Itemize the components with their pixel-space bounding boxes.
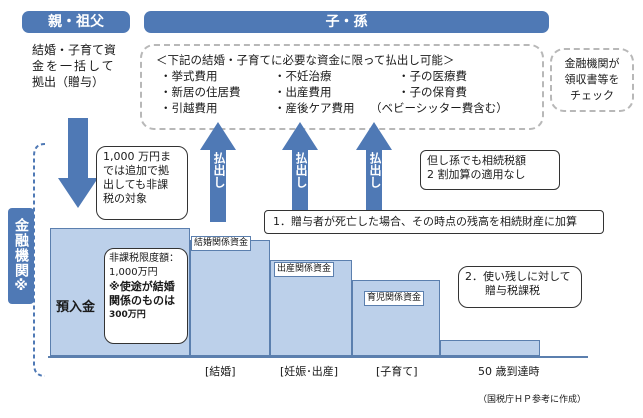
chart-baseline: [48, 356, 588, 358]
callout-line: では追加で拠: [103, 164, 169, 177]
deposit-label: 預入金: [56, 300, 96, 315]
nontax-line: 非課税限度額：: [109, 253, 179, 264]
bracket-line: [33, 143, 46, 377]
nontax-line: 1,000万円: [109, 267, 158, 278]
note-line: 2．使い残しに対して: [465, 270, 571, 283]
nontax-line: 関係のものは: [109, 294, 175, 307]
contribution-limit-callout: 1,000 万円ま では追加で拠 出しても非課 税の対象: [96, 146, 188, 220]
receipt-check-box: 金融機関が 領収書等を チェック: [550, 48, 634, 112]
birth-funds-label: 出産関係資金: [274, 262, 335, 277]
expense-item: ・新居の住居費: [160, 85, 241, 99]
inheritance-tax-note: 但し孫でも相続税額 2 割加算の適用なし: [420, 150, 560, 190]
withdraw-arrow-birth: [282, 122, 318, 222]
callout-line: 出しても非課: [103, 178, 169, 191]
note-line: 1．贈与者が死亡した場合、その時点の残高を相続財産に加算: [273, 215, 577, 228]
unused-balance-note: 2．使い残しに対して 贈与税課税: [458, 266, 582, 308]
source-note: （国税庁ＨＰ参考に作成）: [478, 395, 587, 405]
receipt-check-line-1: 金融機関が: [564, 57, 620, 70]
lump-sum-description: 結婚・子育て資 金を一括して 拠出（贈与）: [32, 42, 142, 90]
expense-item: ・子の保育費: [398, 85, 467, 99]
receipt-check-line-2: 領収書等を: [564, 73, 620, 86]
callout-line: 税の対象: [103, 192, 147, 205]
donor-death-note: 1．贈与者が死亡した場合、その時点の残高を相続財産に加算: [264, 210, 604, 234]
expense-item: ・産後ケア費用: [274, 101, 355, 115]
lump-sum-line-1: 結婚・子育て資: [32, 43, 117, 57]
expense-item: ・挙式費用: [160, 69, 218, 83]
expense-item: ・引越費用: [160, 101, 218, 115]
callout-line: 1,000 万円ま: [103, 150, 171, 163]
withdraw-arrow-wedding: [200, 122, 236, 222]
expense-item: （ベビーシッター費含む）: [370, 101, 508, 115]
withdraw-label-childcare: 払出し: [368, 152, 382, 188]
expense-column-childcare: ・子の医療費 ・子の保育費 （ベビーシッター費含む）: [370, 68, 540, 116]
expense-item: ・不妊治療: [274, 69, 332, 83]
expense-box: ＜下記の結婚・子育てに必要な資金に限って払出し可能＞ ・挙式費用 ・新居の住居費…: [140, 44, 544, 130]
x-label-pregnancy-birth: [妊娠･出産]: [280, 365, 339, 378]
x-label-wedding: [結婚]: [205, 365, 236, 378]
header-children: 子・孫: [144, 11, 549, 33]
expense-title: ＜下記の結婚・子育てに必要な資金に限って払出し可能＞: [156, 53, 455, 67]
lump-sum-line-3: 拠出（贈与）: [32, 75, 105, 89]
financial-institution-label: 金融機関※: [8, 208, 34, 304]
expense-item: ・出産費用: [274, 85, 332, 99]
nontax-line: ※使途が結婚: [109, 280, 175, 293]
x-label-age-50: 50 歳到達時: [478, 365, 540, 378]
nontax-limit-callout: 非課税限度額： 1,000万円 ※使途が結婚 関係のものは 300万円: [104, 248, 188, 344]
header-grandparents: 親・祖父: [22, 11, 130, 33]
withdraw-label-wedding: 払出し: [212, 152, 226, 188]
lump-sum-line-2: 金を一括して: [32, 59, 116, 73]
note-line: 2 割加算の適用なし: [427, 168, 526, 181]
deposit-down-arrow: [58, 118, 98, 208]
expense-column-wedding: ・挙式費用 ・新居の住居費 ・引越費用: [160, 68, 241, 116]
withdraw-label-birth: 払出し: [294, 152, 308, 188]
remaining-balance-bar: [440, 340, 540, 356]
expense-item: ・子の医療費: [398, 69, 467, 83]
x-label-childcare: [子育て]: [376, 365, 418, 378]
wedding-funds-bar: [190, 240, 270, 356]
nontax-line: 300万円: [109, 310, 146, 320]
note-line: 但し孫でも相続税額: [427, 154, 526, 167]
expense-column-birth: ・不妊治療 ・出産費用 ・産後ケア費用: [274, 68, 355, 116]
note-line: 贈与税課税: [485, 284, 540, 297]
receipt-check-line-3: チェック: [570, 89, 614, 102]
wedding-funds-label: 結婚関係資金: [191, 236, 252, 251]
remaining-segment: [540, 344, 588, 356]
withdraw-arrow-childcare: [356, 122, 392, 222]
childcare-funds-label: 育児関係資金: [364, 291, 425, 306]
